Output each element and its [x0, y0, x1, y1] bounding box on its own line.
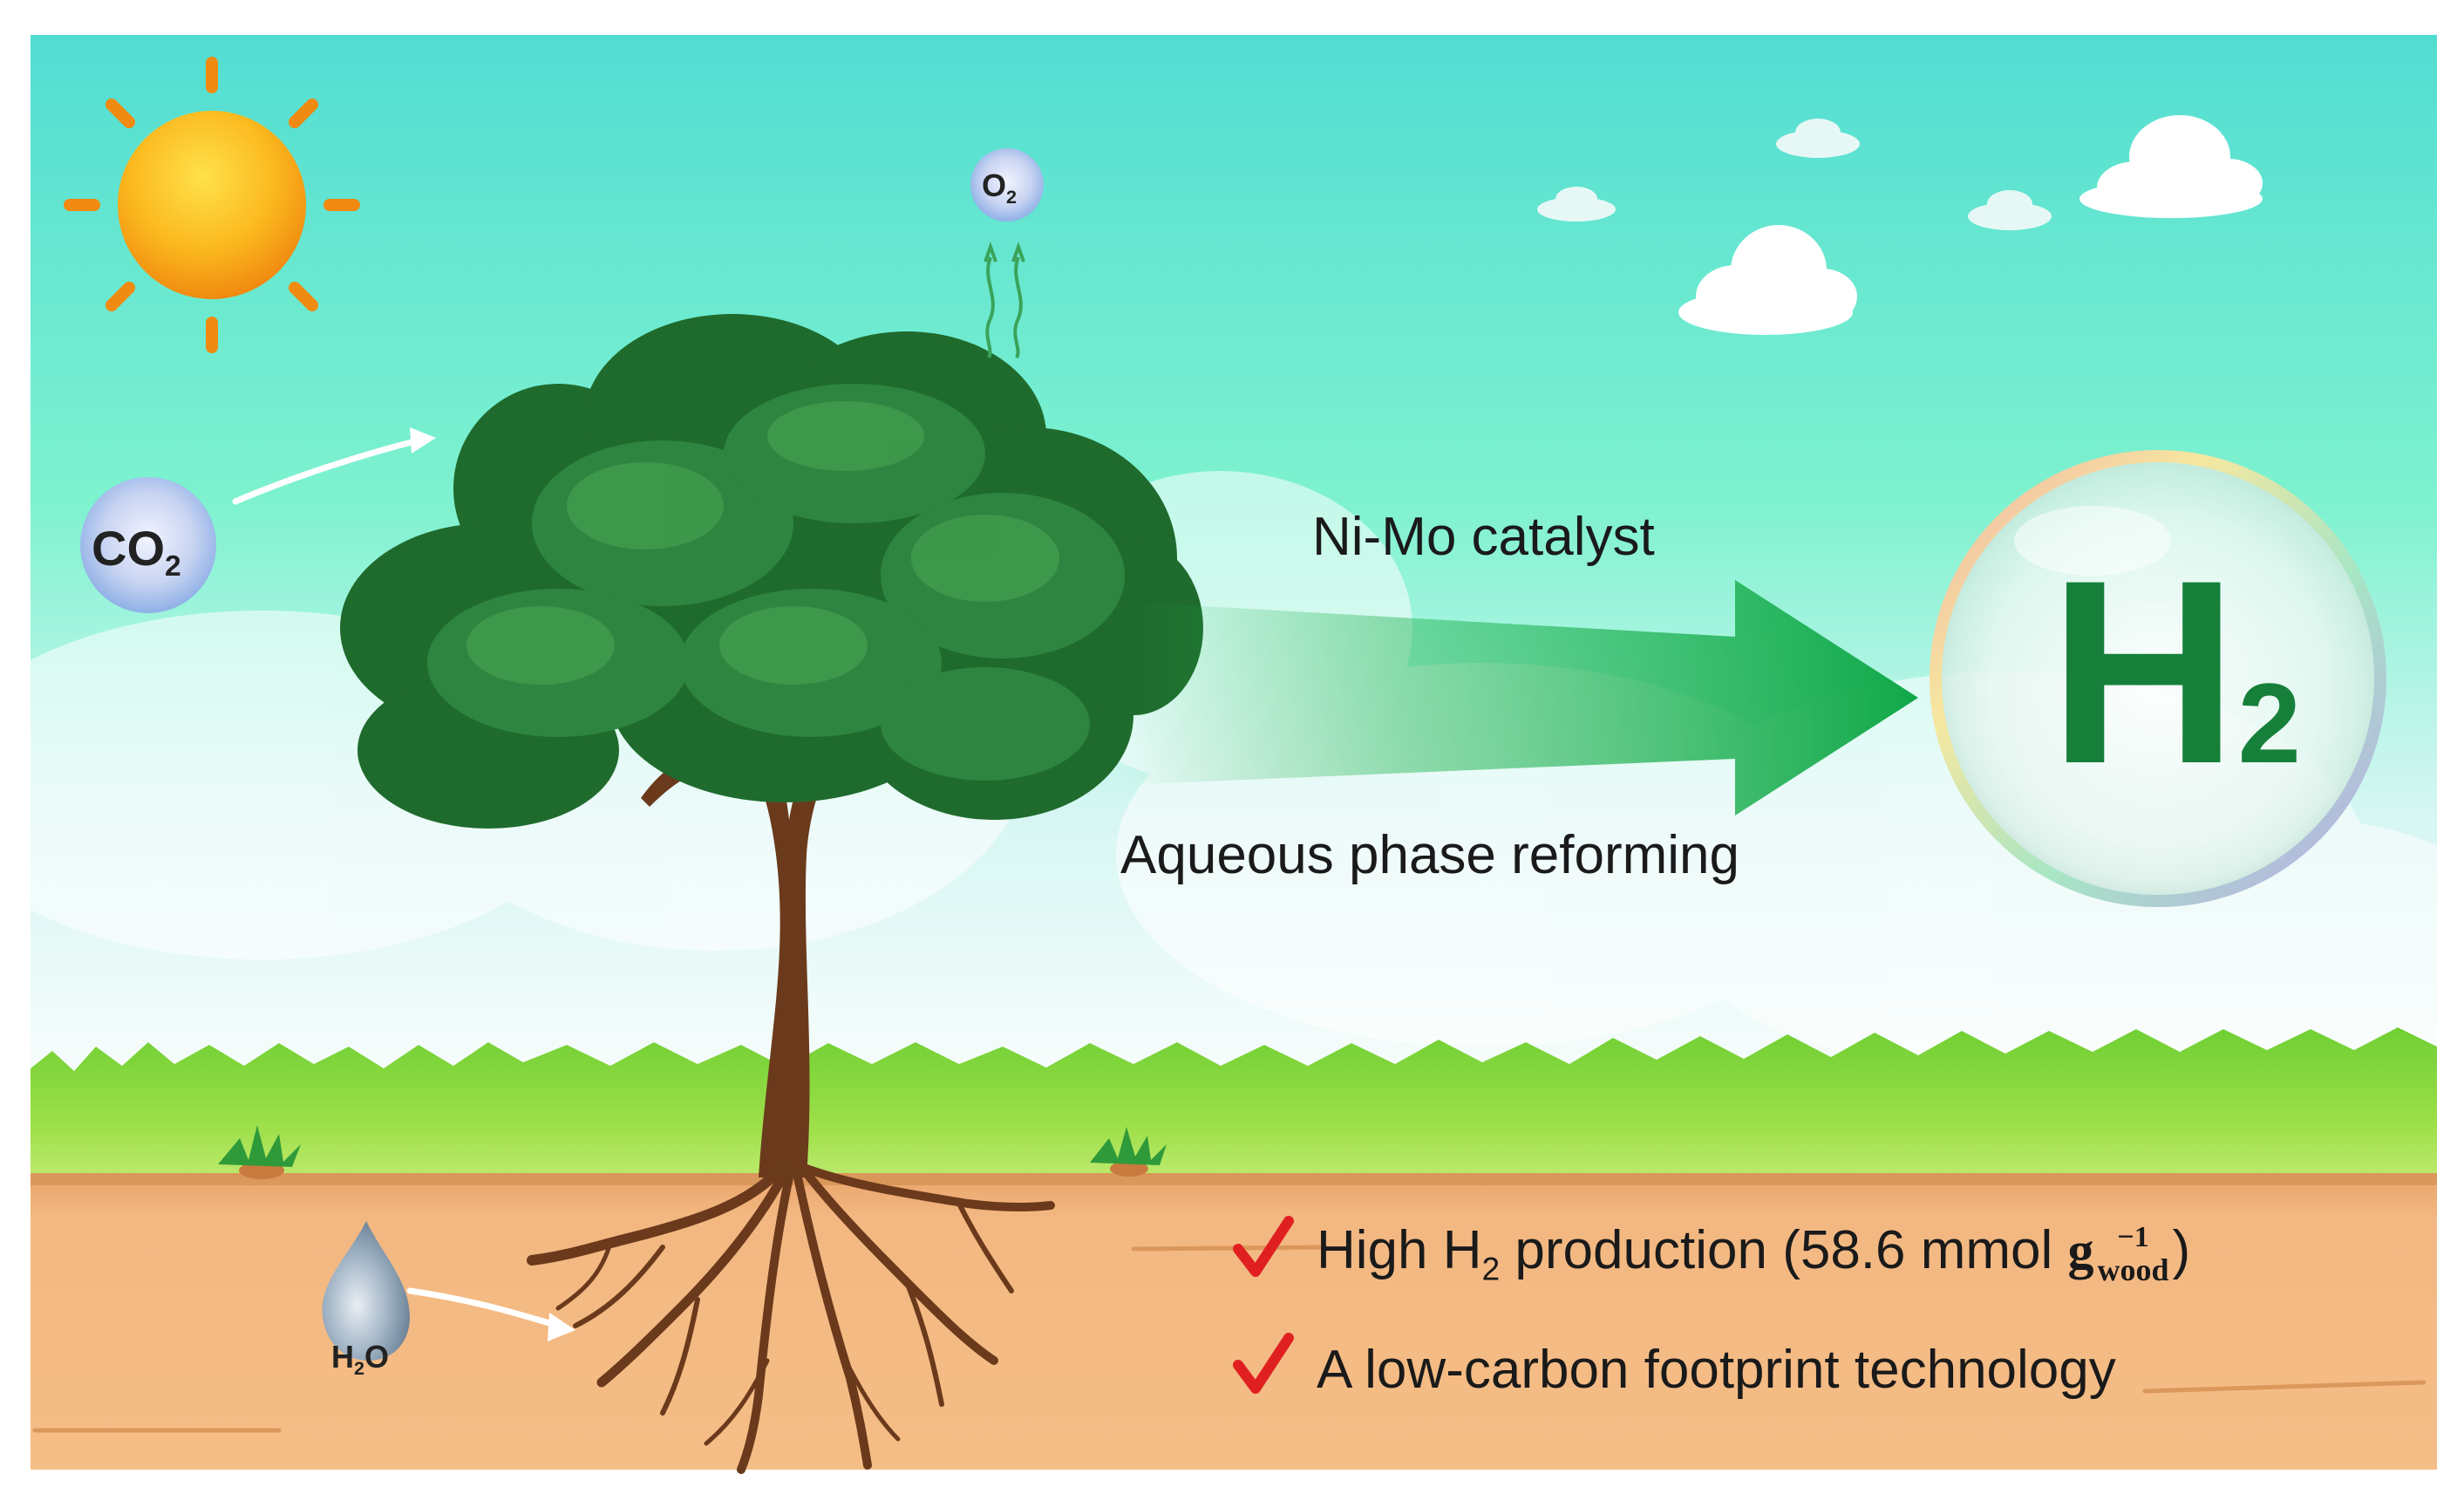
method-label: Aqueous phase reforming [1120, 825, 1740, 885]
grass [31, 1027, 2437, 1195]
soil-lines [32, 1245, 2427, 1433]
grass-tuft-icon [218, 1125, 301, 1179]
h2o-arrow-icon [406, 1287, 575, 1341]
h2o-label: H2O [331, 1339, 390, 1380]
o2-label: O2 [982, 167, 1018, 208]
h2-bubble-icon [1930, 450, 2386, 907]
co2-arrow-icon [232, 427, 436, 505]
h2-product-label: H2 [2049, 525, 2301, 818]
water-drop-icon [322, 1221, 410, 1361]
catalyst-label: Ni-Mo catalyst [1312, 507, 1655, 567]
co2-label: CO2 [92, 521, 181, 583]
cloud-icon [1537, 187, 1616, 222]
check-icon [1233, 1333, 1294, 1394]
soil [31, 1173, 2437, 1470]
reaction-arrow-icon [1125, 580, 1918, 815]
cloud-icon [1776, 119, 1860, 158]
grass-tuft-icon [1090, 1127, 1167, 1177]
o2-bubble-icon [970, 148, 1044, 222]
tree-icon [340, 314, 1203, 1474]
cloud-icon [1968, 190, 2052, 230]
co2-bubble-icon [80, 477, 216, 613]
cloud-icon [1678, 225, 1857, 335]
cloud-icon [2079, 115, 2263, 218]
check-icon [1233, 1216, 1294, 1277]
o2-release-lines [984, 241, 1025, 359]
highlight-low-carbon: A low-carbon footprint technology [1317, 1340, 2116, 1400]
sun-icon [64, 57, 360, 353]
